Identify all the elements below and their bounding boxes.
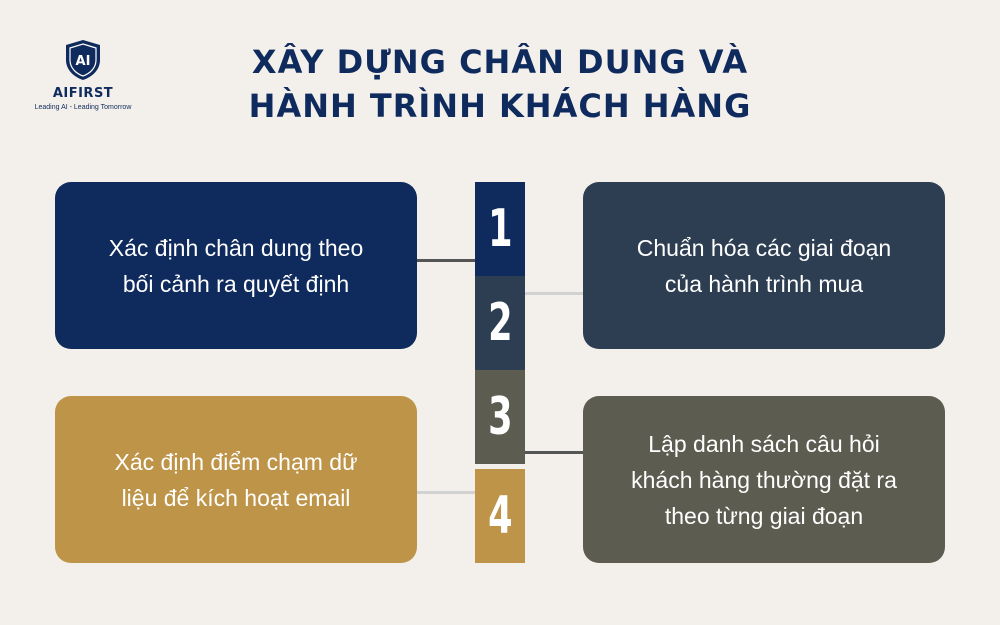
step-number-4-label: 4 [487, 486, 513, 546]
step-number-1-label: 1 [487, 199, 513, 259]
step-card-3: Lập danh sách câu hỏi khách hàng thường … [583, 396, 945, 563]
step-number-3: 3 [475, 370, 525, 464]
step-card-1: Xác định chân dung theo bối cảnh ra quyế… [55, 182, 417, 349]
step-number-2-label: 2 [487, 293, 513, 353]
step-number-1: 1 [475, 182, 525, 276]
step-number-3-label: 3 [487, 387, 513, 447]
connector-3 [525, 451, 583, 454]
logo-tagline: Leading AI - Leading Tomorrow [34, 104, 132, 111]
step-card-4: Xác định điểm chạm dữ liệu để kích hoạt … [55, 396, 417, 563]
brand-logo: AI AIFIRST Leading AI - Leading Tomorrow [28, 38, 138, 111]
step-number-2: 2 [475, 276, 525, 370]
step-card-2: Chuẩn hóa các giai đoạn của hành trình m… [583, 182, 945, 349]
title-line-2: HÀNH TRÌNH KHÁCH HÀNG [248, 87, 752, 125]
step-number-4: 4 [475, 469, 525, 563]
page-title: XÂY DỰNG CHÂN DUNG VÀ HÀNH TRÌNH KHÁCH H… [180, 40, 820, 128]
step-card-1-text: Xác định chân dung theo bối cảnh ra quyế… [108, 234, 364, 297]
title-line-1: XÂY DỰNG CHÂN DUNG VÀ [251, 43, 749, 81]
step-card-4-text: Xác định điểm chạm dữ liệu để kích hoạt … [114, 448, 358, 511]
logo-mark: AI [76, 54, 91, 69]
connector-4 [417, 491, 475, 494]
logo-name: AIFIRST [52, 86, 114, 101]
step-card-2-text: Chuẩn hóa các giai đoạn của hành trình m… [636, 234, 892, 297]
step-card-3-text: Lập danh sách câu hỏi khách hàng thường … [631, 430, 897, 529]
connector-2 [525, 292, 583, 295]
shield-icon: AI [66, 40, 100, 80]
connector-1 [417, 259, 475, 262]
